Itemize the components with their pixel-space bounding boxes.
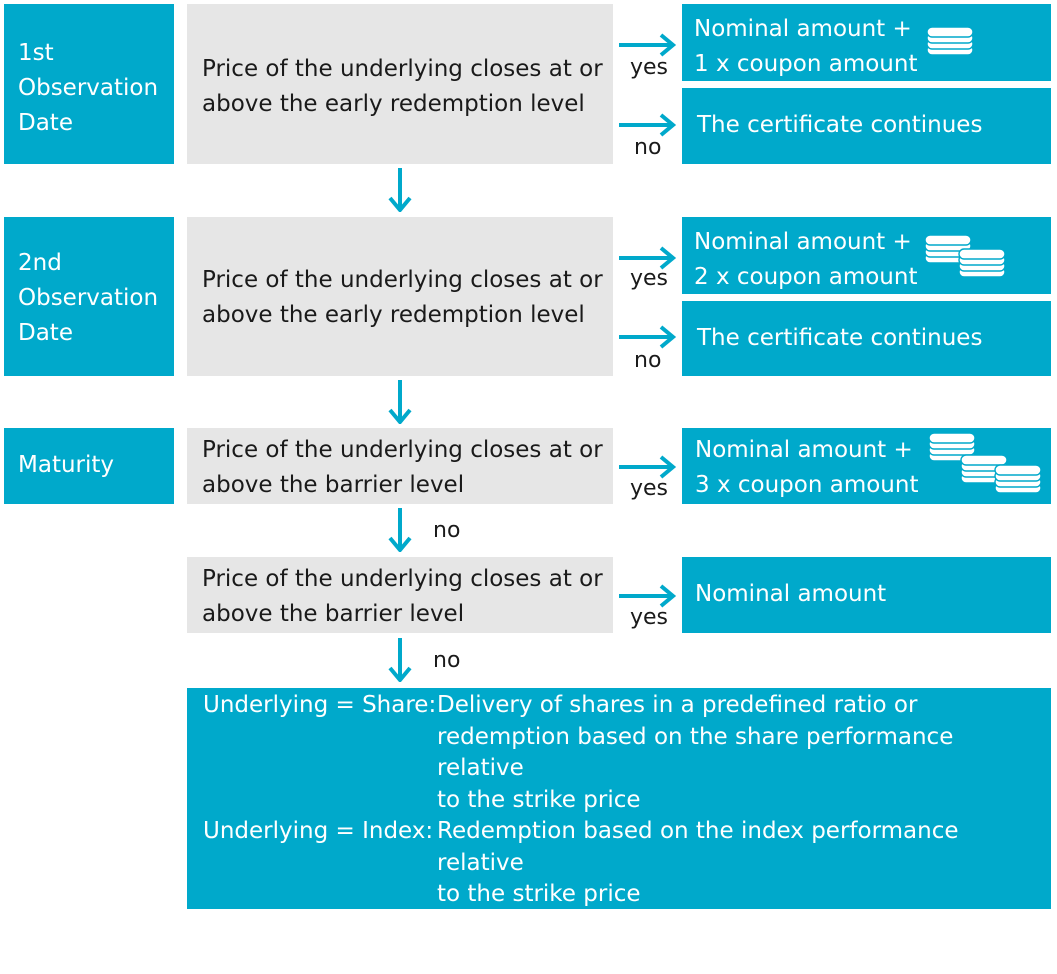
yes-label: yes [630, 605, 669, 630]
share-line: to the strike price [437, 786, 641, 813]
no-label: no [433, 648, 461, 673]
condition-line: above the early redemption level [202, 91, 585, 117]
index-row: Underlying = Index: Redemption based on … [203, 816, 1047, 911]
condition-line: above the barrier level [202, 472, 465, 498]
outcome-line: 3 x coupon amount [695, 472, 919, 498]
label-line: Date [18, 110, 73, 136]
label-line: 2nd [18, 250, 62, 276]
outcome-redemption-3-coupons: Nominal amount + 3 x coupon amount [682, 428, 1051, 504]
label-line: Observation [18, 75, 159, 101]
coin-stack-icon [926, 24, 974, 58]
condition-box-4: Price of the underlying closes at or abo… [187, 557, 613, 633]
share-line: redemption based on the share performanc… [437, 723, 954, 782]
index-line: Redemption based on the index performanc… [437, 818, 959, 876]
condition-box-1: Price of the underlying closes at or abo… [187, 4, 613, 164]
outcome-line: 2 x coupon amount [694, 264, 918, 290]
no-label: no [433, 518, 461, 543]
no-label: no [634, 348, 662, 373]
share-key: Underlying = Share: [203, 692, 437, 718]
outcome-certificate-continues-2: The certificate continues [682, 301, 1051, 376]
label-line: Maturity [18, 452, 115, 478]
outcome-line: Nominal amount + [694, 229, 912, 255]
stage-label-2nd-observation: 2nd Observation Date [4, 217, 174, 376]
condition-line: Price of the underlying closes at or [202, 56, 603, 82]
stage-label-maturity: Maturity [4, 428, 174, 504]
condition-box-2: Price of the underlying closes at or abo… [187, 217, 613, 376]
final-outcome-box: Underlying = Share: Delivery of shares i… [187, 688, 1051, 970]
spacer [203, 911, 1047, 943]
condition-box-3: Price of the underlying closes at or abo… [187, 428, 613, 504]
condition-line: above the barrier level [202, 601, 465, 627]
outcome-line: Nominal amount + [694, 16, 912, 42]
share-line: Delivery of shares in a predefined ratio… [437, 692, 918, 718]
outcome-nominal-amount: Nominal amount [682, 557, 1051, 633]
share-row: Underlying = Share: Delivery of shares i… [203, 690, 1047, 816]
yes-label: yes [630, 266, 669, 291]
outcome-line: Nominal amount [695, 581, 887, 607]
down-arrow [387, 638, 413, 682]
condition-line: above the early redemption level [202, 302, 585, 328]
index-line: to the strike price [437, 881, 641, 907]
yes-label: yes [630, 55, 669, 80]
index-key: Underlying = Index: [203, 818, 434, 844]
label-line: 1st [18, 40, 54, 66]
no-arrow [619, 324, 679, 350]
outcome-certificate-continues-1: The certificate continues [682, 88, 1051, 164]
label-line: Date [18, 320, 73, 346]
condition-line: Price of the underlying closes at or [202, 566, 603, 592]
no-label: no [634, 135, 662, 160]
stage-label-1st-observation: 1st Observation Date [4, 4, 174, 164]
down-arrow [387, 168, 413, 212]
yes-label: yes [630, 476, 669, 501]
outcome-line: The certificate continues [697, 112, 983, 138]
outcome-line: 1 x coupon amount [694, 51, 918, 77]
down-arrow [387, 508, 413, 552]
condition-line: Price of the underlying closes at or [202, 437, 603, 463]
coin-stack-icon [958, 246, 1006, 280]
final-outcome-text: Underlying = Share: Delivery of shares i… [203, 690, 1047, 974]
index-value: Redemption based on the index performanc… [437, 816, 1047, 911]
condition-line: Price of the underlying closes at or [202, 267, 603, 293]
outcome-line: The certificate continues [697, 325, 983, 351]
label-line: Observation [18, 285, 159, 311]
down-arrow [387, 380, 413, 424]
outcome-line: Nominal amount + [695, 437, 913, 463]
coin-stack-icon [994, 462, 1042, 496]
share-value: Delivery of shares in a predefined ratio… [437, 690, 1047, 816]
loss-note: This results in a loss in both cases [203, 944, 596, 970]
outcome-redemption-1-coupon: Nominal amount + 1 x coupon amount [682, 4, 1051, 81]
